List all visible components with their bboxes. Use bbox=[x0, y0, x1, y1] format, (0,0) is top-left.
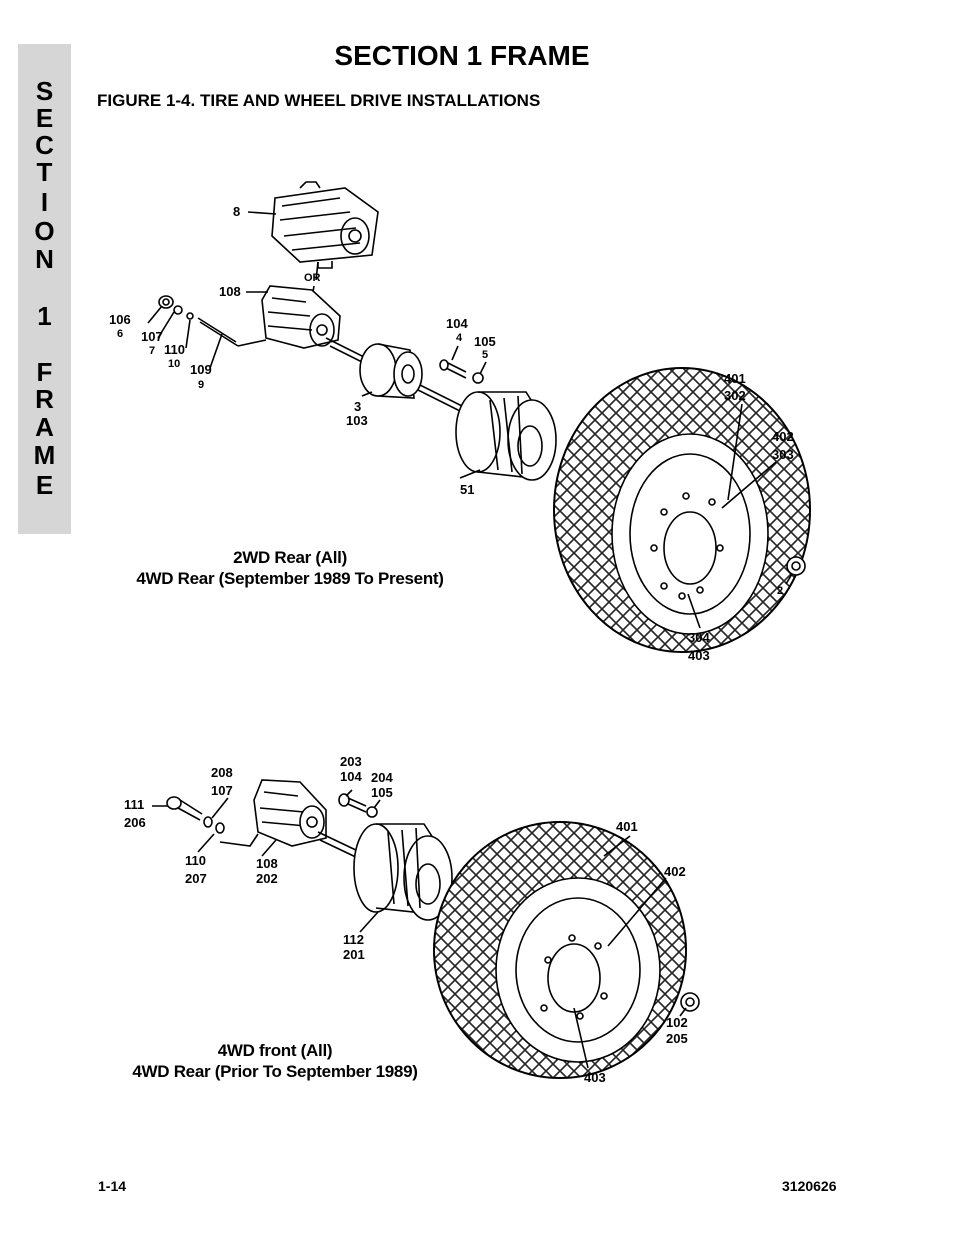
upper-diagram-art bbox=[147, 181, 811, 653]
callout: 112 bbox=[343, 932, 364, 947]
tire-upper bbox=[553, 367, 811, 653]
side-tab-letter: M bbox=[33, 440, 56, 470]
callout: 8 bbox=[233, 204, 240, 219]
section-side-tab: S E C T I O N 1 F R A M E bbox=[18, 44, 71, 534]
callout: 403 bbox=[688, 648, 710, 663]
drive-motor-108 bbox=[261, 285, 341, 349]
side-tab-letter: E bbox=[35, 103, 54, 133]
callout: 4 bbox=[456, 332, 463, 344]
drive-motor-8 bbox=[271, 181, 379, 269]
callout: 403 bbox=[584, 1070, 606, 1085]
callout: 401 bbox=[724, 371, 746, 386]
callout: 9 bbox=[198, 379, 204, 391]
callout: 203 bbox=[340, 754, 362, 769]
callout: 108 bbox=[219, 284, 241, 299]
callout-or: OR bbox=[304, 272, 321, 284]
upper-callouts: 8 OR 108 106 6 107 7 110 10 109 9 104 4 … bbox=[109, 204, 794, 663]
callout: 202 bbox=[256, 871, 278, 886]
callout: 105 bbox=[371, 785, 393, 800]
callout: 110 bbox=[185, 853, 206, 868]
callout: 10 bbox=[168, 358, 180, 370]
callout: 109 bbox=[190, 362, 212, 377]
callout: 207 bbox=[185, 871, 207, 886]
drive-motor-lower bbox=[253, 779, 327, 847]
callout: 304 bbox=[688, 630, 710, 645]
callout: 105 bbox=[474, 334, 496, 349]
callout: 107 bbox=[141, 329, 163, 344]
callout: 205 bbox=[666, 1031, 688, 1046]
upper-caption-line1: 2WD Rear (All) bbox=[233, 548, 347, 567]
side-tab-letter: R bbox=[35, 384, 54, 414]
callout: 6 bbox=[117, 328, 123, 340]
side-tab-letter: 1 bbox=[37, 301, 52, 331]
callout: 104 bbox=[446, 316, 468, 331]
lower-caption-line2: 4WD Rear (Prior To September 1989) bbox=[132, 1062, 418, 1081]
upper-caption-line2: 4WD Rear (September 1989 To Present) bbox=[136, 569, 444, 588]
section-heading: SECTION 1 FRAME bbox=[334, 40, 590, 71]
hub-103 bbox=[359, 343, 423, 399]
callout: 104 bbox=[340, 769, 362, 784]
callout: 2 bbox=[777, 585, 783, 597]
side-tab-letter: F bbox=[36, 357, 53, 387]
wheel-drive-112 bbox=[353, 823, 453, 921]
callout: 7 bbox=[149, 345, 155, 357]
callout: 111 bbox=[124, 797, 144, 812]
lower-diagram-art bbox=[152, 779, 700, 1079]
side-tab-letter: S bbox=[35, 76, 54, 106]
callout: 402 bbox=[772, 429, 794, 444]
callout: 102 bbox=[666, 1015, 688, 1030]
callout: 401 bbox=[616, 819, 638, 834]
callout: 106 bbox=[109, 312, 131, 327]
callout: 110 bbox=[164, 342, 185, 357]
lower-caption-line1: 4WD front (All) bbox=[217, 1041, 333, 1060]
side-tab-letter: I bbox=[40, 187, 49, 217]
lower-callouts: 208 107 111 206 110 207 108 202 203 104 … bbox=[124, 754, 688, 1085]
side-tab-letter: A bbox=[35, 412, 54, 442]
callout: 206 bbox=[124, 815, 146, 830]
callout: 201 bbox=[343, 947, 365, 962]
tire-lower bbox=[433, 821, 687, 1079]
document-number: 3120626 bbox=[782, 1178, 837, 1194]
side-tab-letter: C bbox=[35, 130, 54, 160]
callout: 303 bbox=[772, 447, 794, 462]
callout: 302 bbox=[724, 388, 746, 403]
callout: 3 bbox=[354, 399, 361, 414]
callout: 402 bbox=[664, 864, 686, 879]
callout: 108 bbox=[256, 856, 278, 871]
side-tab-letter: T bbox=[36, 157, 53, 187]
figure-title: FIGURE 1-4. TIRE AND WHEEL DRIVE INSTALL… bbox=[97, 91, 541, 110]
side-tab-letter: N bbox=[35, 244, 54, 274]
callout: 5 bbox=[482, 349, 488, 361]
callout: 208 bbox=[211, 765, 233, 780]
wheel-drive-51 bbox=[455, 391, 557, 481]
callout: 107 bbox=[211, 783, 233, 798]
callout: 51 bbox=[460, 482, 474, 497]
page-number: 1-14 bbox=[98, 1178, 127, 1194]
callout: 103 bbox=[346, 413, 368, 428]
callout: 204 bbox=[371, 770, 393, 785]
side-tab-letter: E bbox=[35, 470, 54, 500]
side-tab-letter: O bbox=[34, 216, 55, 246]
